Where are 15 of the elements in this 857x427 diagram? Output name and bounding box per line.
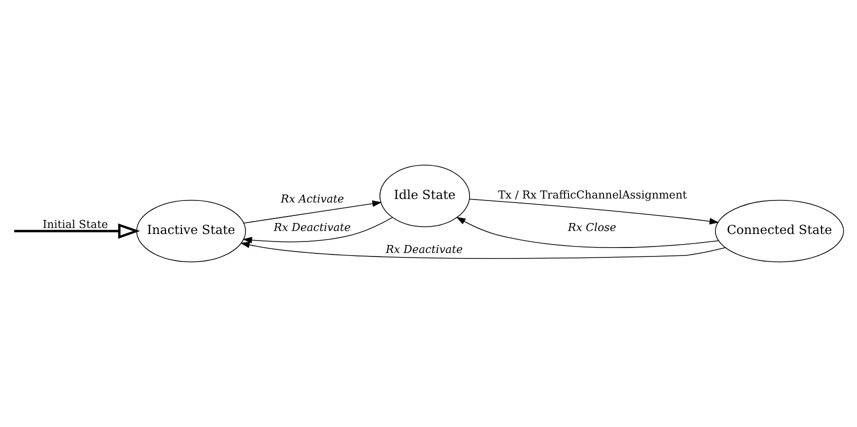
arrow <box>240 242 726 259</box>
edge-label: Initial State <box>42 218 108 232</box>
edge-label: Rx Close <box>568 221 616 234</box>
edge-label: Rx Deactivate <box>386 243 463 256</box>
edge-label: Tx / Rx TrafficChannelAssignment <box>498 188 687 202</box>
arrow <box>456 216 719 248</box>
arrow <box>242 217 393 244</box>
arrow <box>469 198 719 224</box>
node-ellipse: Idle State <box>379 164 470 228</box>
node-ellipse: Connected State <box>714 200 844 262</box>
arrow <box>243 200 382 224</box>
arrow <box>14 223 140 239</box>
node-ellipse: Inactive State <box>136 200 246 262</box>
edge-label: Rx Activate <box>280 192 344 206</box>
edge-label: Rx Deactivate <box>274 221 351 234</box>
